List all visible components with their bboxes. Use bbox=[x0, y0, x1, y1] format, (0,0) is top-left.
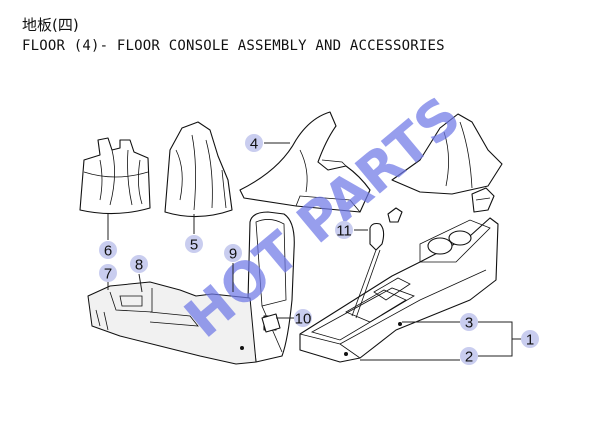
callout-10: 10 bbox=[294, 309, 312, 328]
part-4-large-boot bbox=[239, 111, 371, 213]
svg-text:6: 6 bbox=[104, 243, 112, 260]
callout-7: 7 bbox=[99, 264, 117, 283]
svg-text:2: 2 bbox=[465, 349, 473, 366]
callout-11: 11 bbox=[335, 221, 353, 240]
title-chinese: 地板(四) bbox=[22, 16, 79, 34]
part-7-lower-console bbox=[87, 281, 257, 365]
svg-text:3: 3 bbox=[465, 315, 473, 332]
svg-text:5: 5 bbox=[190, 237, 198, 254]
part-5-boot bbox=[164, 121, 233, 218]
svg-text:9: 9 bbox=[229, 246, 237, 263]
part-10-bracket bbox=[261, 313, 281, 333]
svg-text:1: 1 bbox=[526, 332, 534, 349]
callout-2: 2 bbox=[460, 347, 478, 366]
callout-9: 9 bbox=[224, 244, 242, 263]
part-1-console-assembly bbox=[299, 217, 499, 363]
callout-1: 1 bbox=[521, 330, 539, 349]
callout-6: 6 bbox=[99, 241, 117, 260]
part-6-shift-boot bbox=[79, 137, 151, 215]
part-clip bbox=[471, 187, 495, 213]
callout-5: 5 bbox=[185, 235, 203, 254]
callout-4: 4 bbox=[245, 134, 263, 153]
part-11-shift-lever bbox=[351, 222, 385, 319]
title-english: FLOOR (4)- FLOOR CONSOLE ASSEMBLY AND AC… bbox=[22, 38, 445, 54]
part-knob-block bbox=[387, 207, 403, 223]
svg-text:8: 8 bbox=[135, 257, 143, 274]
callout-8: 8 bbox=[130, 255, 148, 274]
callout-3: 3 bbox=[460, 313, 478, 332]
svg-text:10: 10 bbox=[295, 311, 312, 328]
part-upper-boot bbox=[391, 113, 503, 195]
svg-text:4: 4 bbox=[250, 136, 258, 153]
svg-text:7: 7 bbox=[104, 266, 112, 283]
svg-text:11: 11 bbox=[336, 223, 352, 240]
